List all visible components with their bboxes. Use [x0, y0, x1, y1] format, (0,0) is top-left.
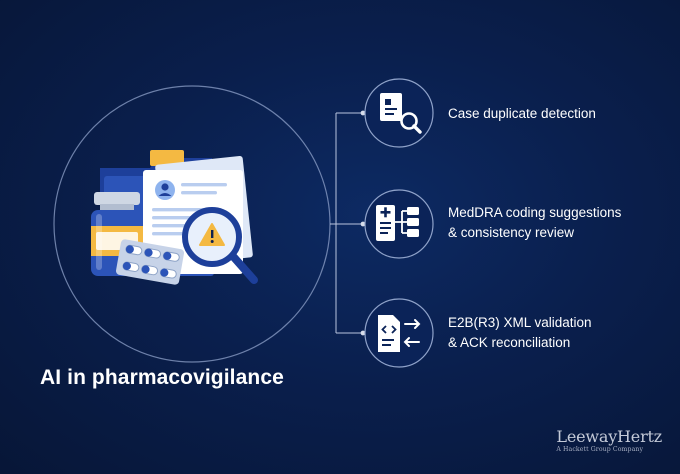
item-label-line: Case duplicate detection [448, 106, 596, 121]
connector-lines [330, 112, 362, 334]
logo-tagline: A Hackett Group Company [556, 446, 644, 453]
medical-coding-icon [376, 205, 419, 241]
brand-logo: LeewayHertz A Hackett Group Company [556, 428, 662, 454]
item-label-line: E2B(R3) XML validation [448, 315, 592, 330]
connector-dot-0 [360, 110, 366, 116]
connector-dot-1 [360, 221, 366, 227]
item-label-meddra-coding: MedDRA coding suggestions & consistency … [448, 203, 668, 243]
connector-dot-2 [360, 330, 366, 336]
logo-name: LeewayHertz [556, 427, 662, 446]
item-label-line: & ACK reconciliation [448, 335, 571, 350]
code-exchange-document-icon [378, 315, 421, 352]
item-label-duplicate-detection: Case duplicate detection [448, 104, 668, 124]
item-circle-1 [364, 189, 434, 259]
page-title: AI in pharmacovigilance [40, 366, 284, 389]
document-search-icon [380, 93, 422, 134]
connector-dots [360, 110, 366, 336]
item-label-line: & consistency review [448, 225, 575, 240]
item-label-e2b-validation: E2B(R3) XML validation & ACK reconciliat… [448, 313, 668, 353]
item-label-line: MedDRA coding suggestions [448, 205, 622, 220]
pharmacovigilance-illustration-icon [91, 150, 258, 285]
